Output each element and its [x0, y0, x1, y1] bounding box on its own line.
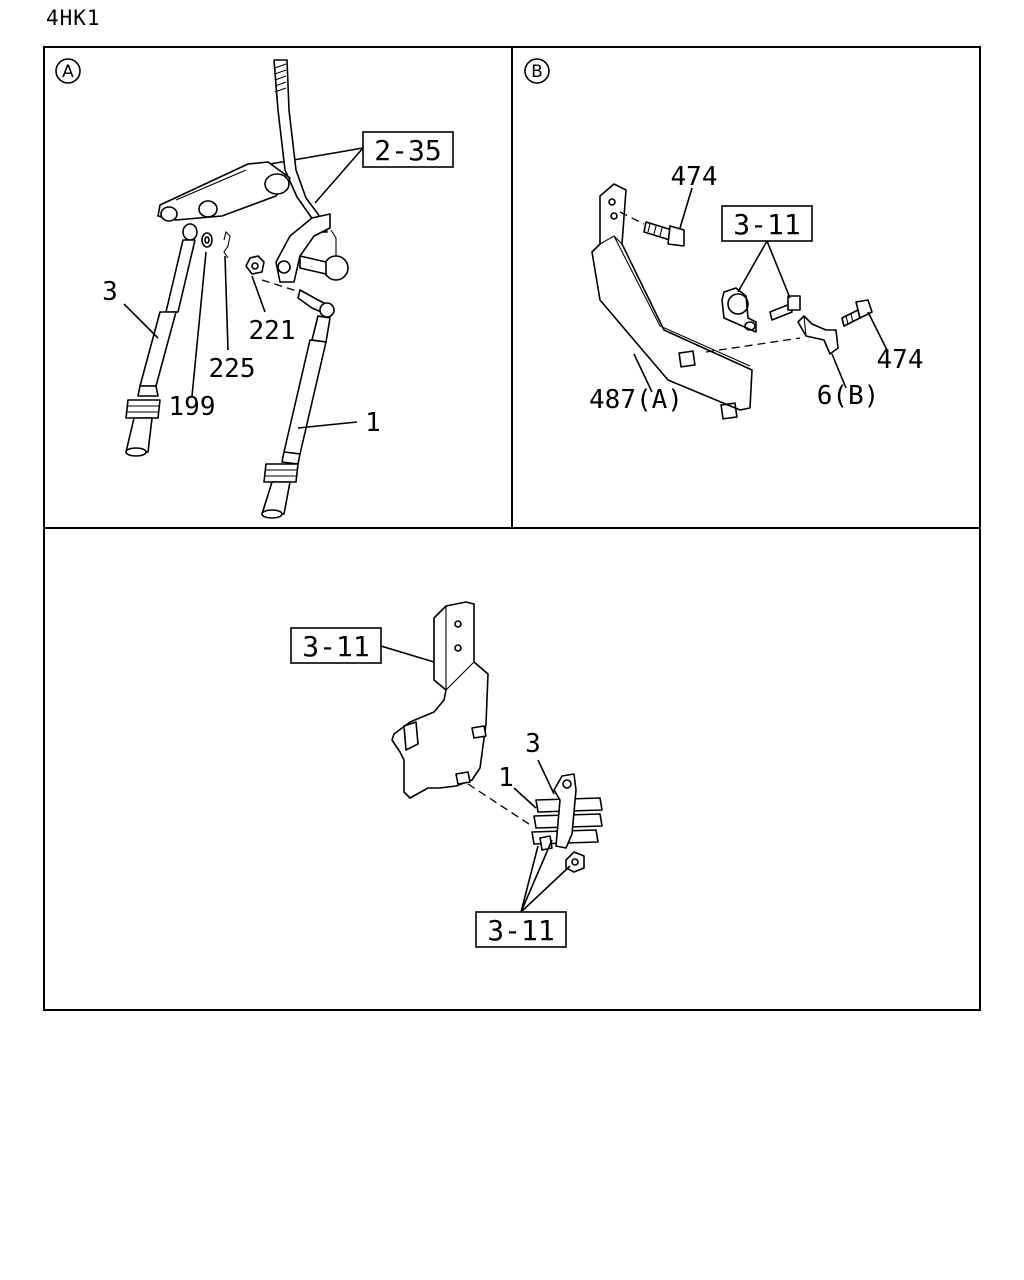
label-nut-221: 221 [249, 316, 296, 346]
assembly-line-bolt-top [619, 211, 645, 225]
label-washer-199: 199 [169, 392, 216, 422]
assembly-line-clip [705, 337, 801, 353]
leader-c-3 [537, 759, 555, 795]
engine-code: 4HK1 [46, 6, 101, 30]
leader-474-right [867, 311, 889, 353]
label-clip-6b: 6(B) [817, 381, 880, 411]
leader-221 [251, 275, 266, 313]
panel-c: 3-11 3-11 3 1 [290, 601, 603, 948]
leader-c-1 [513, 787, 537, 809]
leader-3-11-bottom-b [520, 839, 553, 913]
leader-3-11-top [380, 645, 435, 663]
panel-frames [43, 46, 981, 1011]
bracket-487a [591, 183, 753, 420]
label-c-cable-1: 1 [498, 763, 514, 793]
label-pin-225: 225 [209, 354, 256, 384]
leader-3-11-b [766, 240, 791, 299]
label-cable-3: 3 [102, 277, 118, 307]
bolt-474-top [643, 221, 685, 247]
panel-b: B 3- [524, 58, 924, 420]
ref-box-3-11-b-text: 3-11 [733, 208, 800, 241]
snap-pin-225 [223, 230, 231, 259]
select-arm [157, 161, 291, 222]
ref-box-3-11-top-text: 3-11 [302, 630, 369, 663]
leader-1 [297, 421, 358, 429]
ref-box-2-35-text: 2-35 [374, 134, 441, 167]
cable-left [125, 223, 198, 457]
panel-a-marker-letter: A [62, 62, 74, 82]
leader-3-11-bottom-a [520, 845, 539, 913]
leader-474-top [679, 187, 693, 229]
leader-3-11-bottom-c [520, 865, 571, 913]
clamp-3-11 [721, 287, 757, 333]
cable-right [261, 289, 335, 519]
leader-2-35-b [314, 147, 364, 204]
ref-box-2-35[interactable]: 2-35 [362, 131, 454, 168]
panel-a-marker: A [55, 58, 81, 84]
leader-199 [191, 251, 207, 397]
panel-b-marker-letter: B [531, 62, 543, 82]
shift-lever [273, 59, 349, 283]
ref-box-3-11-bottom-text: 3-11 [487, 914, 554, 947]
leader-6b [831, 353, 847, 389]
cable-bracket [391, 601, 489, 799]
panel-a: A 2-35 [55, 58, 454, 519]
ref-box-3-11-top[interactable]: 3-11 [290, 627, 382, 664]
bolt-474-right [841, 299, 873, 327]
leader-225 [224, 255, 229, 351]
washer-199 [201, 232, 213, 248]
bolt-3-11 [769, 295, 801, 321]
label-bolt-474-right: 474 [877, 345, 924, 375]
ref-box-3-11-bottom[interactable]: 3-11 [475, 911, 567, 948]
clip-6b [797, 315, 839, 355]
label-bolt-474-top: 474 [671, 162, 718, 192]
ref-box-3-11-b[interactable]: 3-11 [721, 205, 813, 242]
label-c-cable-3: 3 [525, 729, 541, 759]
label-bracket-487a: 487(A) [589, 385, 683, 415]
leader-487a [633, 353, 653, 393]
assembly-line-nut [261, 279, 301, 293]
label-cable-1: 1 [365, 408, 381, 438]
panel-b-marker: B [524, 58, 550, 84]
leader-3 [123, 303, 159, 339]
leader-3-11-a [737, 240, 768, 293]
nut-221 [245, 255, 265, 275]
cable-clamp-assembly [531, 773, 603, 873]
